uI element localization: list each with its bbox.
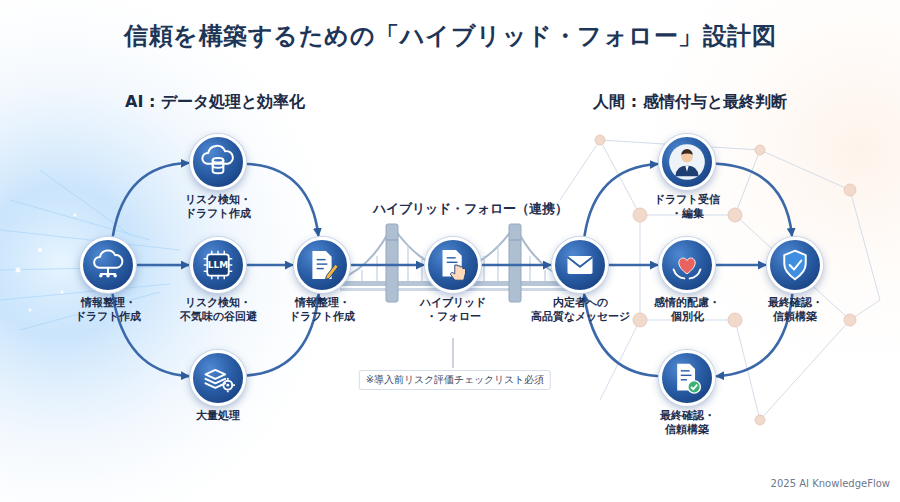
- node-caption: 最終確認・ 信頼構築: [768, 296, 823, 325]
- network-lines: [560, 140, 880, 420]
- chip-label: LLM: [193, 260, 243, 270]
- node-caption: 情報整理・ ドラフト作成: [75, 296, 141, 325]
- node-caption: 最終確認・ 信頼構築: [660, 409, 715, 438]
- process-node: ドラフト受信 ・編集: [659, 134, 715, 190]
- flow-arrow: [248, 264, 292, 267]
- footer-credit: 2025 AI KnowledgeFlow: [771, 478, 890, 489]
- process-node: 内定者への 高品質なメッセージ: [552, 237, 608, 293]
- network-people: [595, 135, 856, 425]
- flow-arrow: [113, 163, 188, 235]
- process-node: 感情的配慮・ 個別化: [659, 237, 715, 293]
- flow-arrow: [248, 164, 318, 235]
- node-caption: ハイブリッド ・フォロー: [420, 296, 486, 325]
- flow-arrow: [585, 164, 658, 235]
- node-caption: 情報整理・ ドラフト作成: [289, 296, 355, 325]
- node-icon: [662, 240, 712, 290]
- note-leader-line: [453, 338, 454, 368]
- node-icon: [193, 137, 243, 187]
- process-node: リスク検知・ ドラフト作成: [190, 134, 246, 190]
- light-rays: [0, 170, 200, 330]
- process-node: 最終確認・ 信頼構築: [767, 237, 823, 293]
- bridge-illustration: [340, 224, 568, 302]
- node-icon: [770, 240, 820, 290]
- flow-arrow: [352, 264, 423, 267]
- node-icon: [662, 353, 712, 403]
- diagram-title: 信頼を構築するための「ハイブリッド・フォロー」設計図: [0, 20, 900, 52]
- process-node: 情報整理・ ドラフト作成: [80, 237, 136, 293]
- flow-arrow: [138, 264, 188, 267]
- process-node: 最終確認・ 信頼構築: [659, 350, 715, 406]
- node-icon: [662, 137, 712, 187]
- node-icon: [428, 240, 478, 290]
- node-icon: [555, 240, 605, 290]
- light-sparkles: [16, 214, 77, 312]
- section-label: 人間 : 感情付与と最終判断: [593, 92, 787, 113]
- flow-arrow: [483, 264, 550, 267]
- process-node: ハイブリッド ・フォロー: [425, 237, 481, 293]
- node-caption: リスク検知・ 不気味の谷回避: [180, 296, 257, 325]
- flow-arrow: [610, 264, 657, 267]
- node-caption: ドラフト受信 ・編集: [654, 193, 720, 222]
- flow-arrow: [717, 264, 765, 267]
- process-node: 大量処理: [190, 350, 246, 406]
- node-caption: リスク検知・ ドラフト作成: [185, 193, 251, 222]
- note-text: ※導入前リスク評価チェックリスト必須: [359, 370, 551, 390]
- process-node: LLMリスク検知・ 不気味の谷回避: [190, 237, 246, 293]
- node-caption: 感情的配慮・ 個別化: [654, 296, 720, 325]
- node-icon: [83, 240, 133, 290]
- section-label: AI : データ処理と効率化: [125, 92, 305, 113]
- section-label: ハイブリッド・フォロー（連携）: [373, 200, 568, 218]
- node-caption: 大量処理: [196, 409, 240, 423]
- flow-arrow: [717, 164, 792, 235]
- node-icon: [193, 353, 243, 403]
- process-node: 情報整理・ ドラフト作成: [294, 237, 350, 293]
- node-caption: 内定者への 高品質なメッセージ: [531, 296, 630, 325]
- node-icon: [297, 240, 347, 290]
